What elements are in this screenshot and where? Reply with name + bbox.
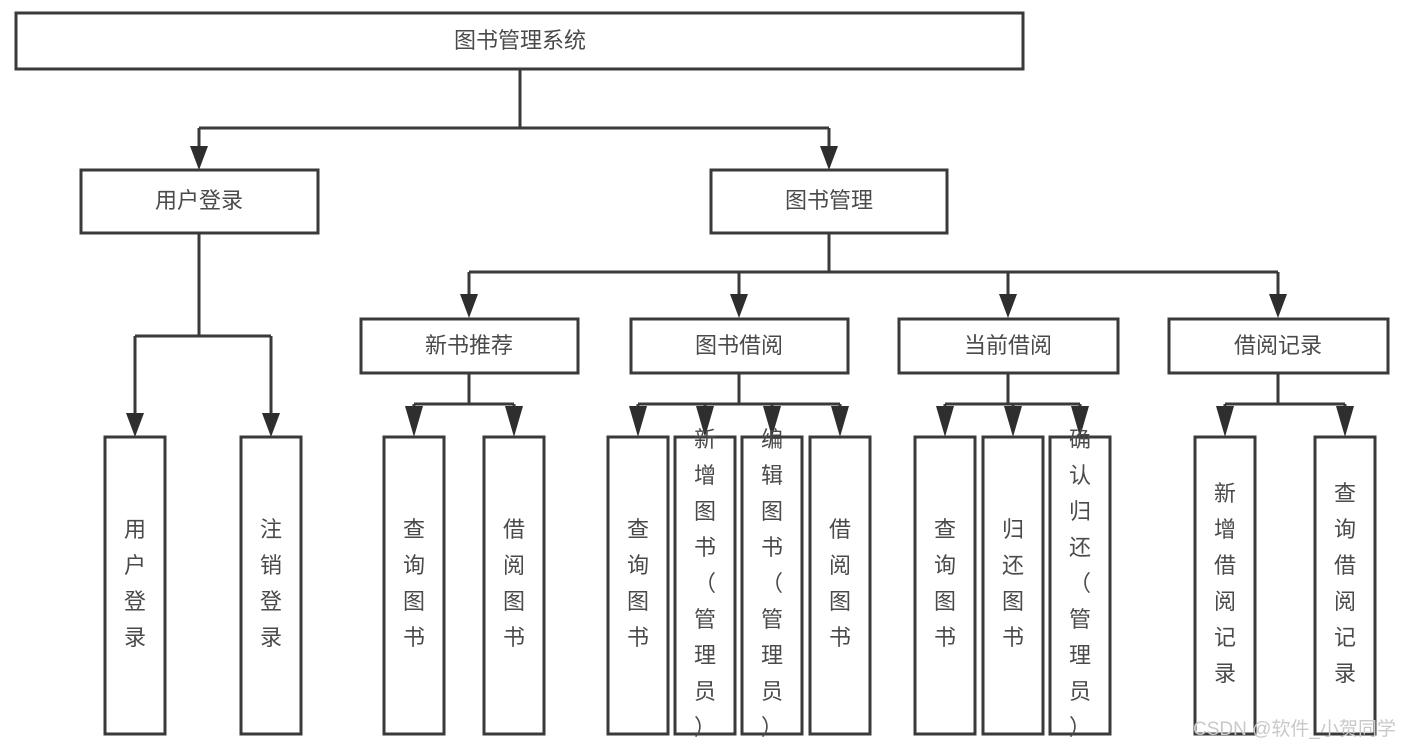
node-current-borrow[interactable]: 当前借阅 xyxy=(897,317,1120,375)
node-current-borrow-box[interactable] xyxy=(897,317,1120,375)
node-leaf-logout-login[interactable]: 注销登录 xyxy=(239,435,303,736)
arrowhead-leaf-query-book-3 xyxy=(936,406,954,437)
node-leaf-query-book-3-label: 查询图书 xyxy=(934,517,956,650)
node-new-book-recommend-label: 新书推荐 xyxy=(425,333,513,358)
node-book-management[interactable]: 图书管理 xyxy=(709,168,949,235)
arrowhead-leaf-add-book xyxy=(696,406,714,437)
arrowhead-borrow-record xyxy=(1269,294,1287,318)
node-leaf-add-book-box[interactable] xyxy=(673,435,737,736)
node-leaf-confirm-return[interactable]: 确认归还（管理员） xyxy=(1048,427,1112,740)
node-leaf-edit-book-box[interactable] xyxy=(740,435,804,736)
node-book-borrow[interactable]: 图书借阅 xyxy=(629,317,850,375)
csdn-watermark: CSDN @软件_小贺同学 xyxy=(1193,718,1396,740)
node-book-borrow-label: 图书借阅 xyxy=(695,333,783,358)
node-leaf-edit-book[interactable]: 编辑图书（管理员） xyxy=(740,427,804,740)
node-leaf-query-book-2-label: 查询图书 xyxy=(627,517,649,650)
node-leaf-return-book[interactable]: 归还图书 xyxy=(981,435,1045,736)
node-leaf-query-book-1-box[interactable] xyxy=(382,435,446,736)
arrowhead-leaf-add-record xyxy=(1216,406,1234,437)
node-current-borrow-label: 当前借阅 xyxy=(964,333,1052,358)
node-leaf-borrow-book-1-label: 借阅图书 xyxy=(503,517,525,650)
node-leaf-borrow-book-2-box[interactable] xyxy=(808,435,872,736)
node-borrow-record[interactable]: 借阅记录 xyxy=(1167,317,1390,375)
node-user-login[interactable]: 用户登录 xyxy=(79,168,320,235)
node-book-borrow-box[interactable] xyxy=(629,317,850,375)
arrowhead-leaf-user-login xyxy=(126,413,144,437)
node-leaf-add-record-box[interactable] xyxy=(1193,435,1257,736)
node-leaf-logout-login-box[interactable] xyxy=(239,435,303,736)
node-leaf-add-record[interactable]: 新增借阅记录 xyxy=(1193,435,1257,736)
node-leaf-borrow-book-1-box[interactable] xyxy=(482,435,546,736)
node-leaf-logout-login-label: 注销登录 xyxy=(260,517,282,650)
arrowhead-book-management xyxy=(820,146,838,170)
node-leaf-return-book-box[interactable] xyxy=(981,435,1045,736)
node-leaf-query-record[interactable]: 查询借阅记录 xyxy=(1313,435,1377,736)
node-root-label: 图书管理系统 xyxy=(454,28,586,53)
node-leaf-query-book-1-label: 查询图书 xyxy=(403,517,425,650)
arrowhead-leaf-logout-login xyxy=(262,413,280,437)
node-leaf-query-book-3[interactable]: 查询图书 xyxy=(913,435,977,736)
node-leaf-user-login[interactable]: 用户登录 xyxy=(103,435,167,736)
node-leaf-add-book[interactable]: 新增图书（管理员） xyxy=(673,427,737,740)
node-borrow-record-label: 借阅记录 xyxy=(1234,333,1322,358)
node-new-book-recommend-box[interactable] xyxy=(359,317,580,375)
node-book-management-box[interactable] xyxy=(709,168,949,235)
node-leaf-add-record-label: 新增借阅记录 xyxy=(1214,481,1236,686)
node-leaf-query-book-2[interactable]: 查询图书 xyxy=(606,435,670,736)
node-leaf-borrow-book-2[interactable]: 借阅图书 xyxy=(808,435,872,736)
node-leaf-query-book-1[interactable]: 查询图书 xyxy=(382,435,446,736)
node-leaf-confirm-return-label: 确认归还（管理员） xyxy=(1069,427,1091,740)
connector-layer xyxy=(126,69,1354,437)
node-new-book-recommend[interactable]: 新书推荐 xyxy=(359,317,580,375)
arrowhead-leaf-return-book xyxy=(1004,406,1022,437)
node-leaf-edit-book-label: 编辑图书（管理员） xyxy=(761,427,783,740)
node-leaf-query-book-2-box[interactable] xyxy=(606,435,670,736)
arrowhead-leaf-edit-book xyxy=(763,406,781,437)
arrowhead-leaf-query-record xyxy=(1336,406,1354,437)
node-leaf-confirm-return-box[interactable] xyxy=(1048,435,1112,736)
arrowhead-leaf-confirm-return xyxy=(1071,406,1089,437)
node-leaf-borrow-book-1[interactable]: 借阅图书 xyxy=(482,435,546,736)
arrowhead-leaf-borrow-book-2 xyxy=(831,406,849,437)
arrowhead-user-login xyxy=(190,146,208,170)
node-leaf-query-book-3-box[interactable] xyxy=(913,435,977,736)
arrowhead-current-borrow xyxy=(999,294,1017,318)
arrowhead-leaf-query-book-2 xyxy=(629,406,647,437)
node-user-login-box[interactable] xyxy=(79,168,320,235)
node-leaf-add-book-label: 新增图书（管理员） xyxy=(694,427,716,740)
node-user-login-label: 用户登录 xyxy=(155,188,243,213)
node-leaf-user-login-label: 用户登录 xyxy=(124,517,146,650)
arrowhead-new-book-recommend xyxy=(460,294,478,318)
arrowhead-leaf-query-book-1 xyxy=(405,406,423,437)
node-leaf-query-record-box[interactable] xyxy=(1313,435,1377,736)
node-leaf-user-login-box[interactable] xyxy=(103,435,167,736)
node-leaf-query-record-label: 查询借阅记录 xyxy=(1334,481,1356,686)
node-borrow-record-box[interactable] xyxy=(1167,317,1390,375)
node-leaf-return-book-label: 归还图书 xyxy=(1002,517,1024,650)
arrowhead-book-borrow xyxy=(730,294,748,318)
arrowhead-leaf-borrow-book-1 xyxy=(505,406,523,437)
node-leaf-borrow-book-2-label: 借阅图书 xyxy=(829,517,851,650)
node-book-management-label: 图书管理 xyxy=(785,188,873,213)
node-root-box[interactable] xyxy=(14,11,1025,71)
node-root[interactable]: 图书管理系统 xyxy=(14,11,1025,71)
